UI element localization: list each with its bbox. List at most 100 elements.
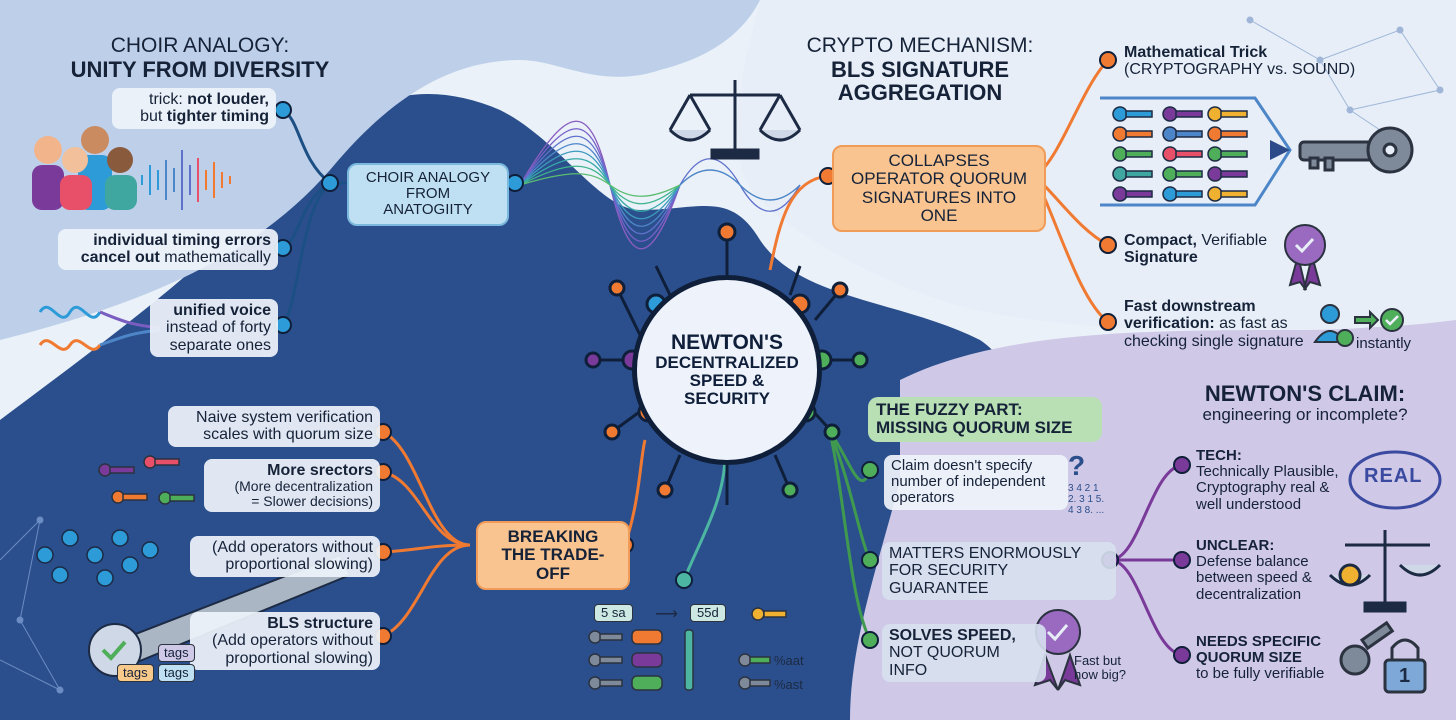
fast-line3: checking single signature: [1124, 332, 1304, 350]
user-check-icon: [1313, 304, 1404, 347]
hub-central-circle: NEWTON'S DECENTRALIZED SPEED & SECURITY: [632, 275, 822, 465]
choir-item-errors: individual timing errors cancel out math…: [58, 229, 278, 270]
choir-title: CHOIR ANALOGY:: [110, 34, 290, 57]
hub-line4: SECURITY: [684, 388, 770, 408]
breaking-tradeoff-node: BREAKING THE TRADE-OFF: [476, 521, 630, 591]
hub-line3: SPEED &: [689, 371, 765, 391]
fuzzy-part-node: THE FUZZY PART: MISSING QUORUM SIZE: [868, 397, 1102, 442]
hub-line1: NEWTON'S: [671, 331, 783, 355]
add-operators-line2: proportional slowing): [225, 556, 373, 574]
add-operators-line1: (Add operators without: [212, 539, 373, 556]
choir-subtitle: UNITY FROM DIVERSITY: [70, 56, 330, 82]
claim-title: NEWTON'S CLAIM:: [1204, 381, 1406, 406]
sound-wave-icon: [141, 150, 231, 210]
clock-scale-icon: [1328, 530, 1442, 613]
question-badge-icon: [1033, 609, 1082, 691]
naive-line2: scales with quorum size: [203, 426, 373, 444]
real-stamp-text: REAL: [1364, 465, 1423, 487]
tradeoff-item-naive: Naive system verification scales with qu…: [168, 406, 380, 447]
solves-line1: SOLVES SPEED,: [889, 627, 1016, 644]
srectors-line3: = Slower decisions): [251, 493, 373, 510]
hub-line2: DECENTRALIZED: [655, 353, 799, 373]
tags-label-2: tags: [158, 644, 195, 663]
choir-section-title: CHOIR ANALOGY: UNITY FROM DIVERSITY: [70, 34, 330, 82]
crypto-title: CRYPTO MECHANISM:: [806, 34, 1034, 57]
claim-tech: TECH: Technically Plausible, Cryptograph…: [1196, 447, 1356, 513]
choir-people-illustration: [32, 126, 137, 210]
compact-signature-label: Compact, Verifiable Signature: [1124, 232, 1274, 267]
claim-subtitle: engineering or incomplete?: [1202, 404, 1408, 424]
fast-bold2: verification:: [1124, 315, 1215, 333]
wave-fan: [519, 120, 801, 250]
choir-item-errors-bold2: cancel out: [80, 249, 160, 267]
needs-bold: NEEDS SPECIFIC QUORUM SIZE: [1196, 633, 1322, 667]
srectors-line2: (More decentralization: [234, 478, 373, 495]
bls-bold: BLS structure: [267, 615, 373, 632]
tradeoff-item-add-operators: (Add operators without proportional slow…: [190, 536, 380, 577]
collapses-line3: SIGNATURES INTO ONE: [861, 187, 1017, 226]
tags-label-1: tags: [117, 664, 154, 683]
question-mark-icon: ?: [1068, 450, 1086, 481]
claim-needs: NEEDS SPECIFIC QUORUM SIZE to be fully v…: [1196, 633, 1336, 683]
naive-line1: Naive system verification: [196, 409, 373, 426]
single-key-icon: [1298, 126, 1414, 174]
fast-rest: as fast as: [1214, 315, 1288, 333]
collapses-line1: COLLAPSES: [888, 151, 990, 170]
people-network-icon: [36, 529, 159, 587]
key-label-aat: %aat: [774, 653, 804, 668]
claim-section-title: NEWTON'S CLAIM: engineering or incomplet…: [1170, 382, 1440, 424]
lock-key-icon: [1339, 620, 1427, 694]
solves-speed-label: SOLVES SPEED, NOT QUORUM INFO: [882, 624, 1046, 682]
crypto-section-title: CRYPTO MECHANISM: BLS SIGNATURE AGGREGAT…: [750, 34, 1090, 106]
tech-bold: TECH:: [1196, 447, 1242, 464]
trick-bold: Mathematical Trick: [1124, 44, 1268, 61]
big-key-icon: [88, 553, 352, 677]
keys-grid-icon: [1112, 106, 1248, 202]
fast-bold1: Fast downstream: [1124, 298, 1256, 315]
choir-item-unified-bold: unified voice: [173, 302, 271, 319]
choir-item-timing: trick: not louder, but tighter timing: [112, 88, 276, 129]
tags-label-3: tags: [158, 664, 195, 683]
mathematical-trick-label: Mathematical Trick (CRYPTOGRAPHY vs. SOU…: [1124, 44, 1374, 79]
fuzzy-numbers: 3 4 2 1 2. 3 1 5. 4 3 8. ...: [1068, 483, 1105, 516]
arrow-right-icon: [1270, 140, 1290, 160]
top-right-light: [736, 0, 1456, 330]
choir-item-timing-bold2: tighter timing: [166, 108, 269, 126]
bls-line3: proportional slowing): [225, 649, 373, 667]
choir-item-timing-bold: not louder,: [187, 91, 269, 108]
fuzzy-title2: MISSING QUORUM SIZE: [876, 418, 1073, 438]
choir-item-timing-pre2: but: [140, 108, 167, 126]
compact-bold2: Signature: [1124, 249, 1198, 267]
verified-badge-icon: [1284, 224, 1326, 291]
compact-bold1: Compact,: [1124, 232, 1197, 249]
tradeoff-item-bls: BLS structure (Add operators without pro…: [190, 612, 380, 670]
choir-item-timing-pre: trick:: [149, 91, 188, 108]
instantly-label: instantly: [1356, 335, 1412, 352]
unclear-rest: Defense balance between speed & decentra…: [1196, 553, 1312, 603]
key-label-5sa: 5 sa: [594, 604, 633, 623]
choir-item-unified: unified voice instead of forty separate …: [150, 299, 278, 357]
choir-item-unified-line2: instead of forty: [166, 319, 271, 337]
crypto-subtitle: BLS SIGNATURE AGGREGATION: [830, 56, 1010, 106]
unclear-bold: UNCLEAR:: [1196, 537, 1275, 554]
fast-but-label: Fast but how big?: [1074, 653, 1127, 683]
choir-analogy-node: CHOIR ANALOGY FROM ANATOGIITY: [347, 163, 509, 226]
collapses-signatures-node: COLLAPSES OPERATOR QUORUM SIGNATURES INT…: [832, 145, 1046, 233]
choir-item-errors-bold: individual timing errors: [93, 232, 271, 249]
collapses-line2: OPERATOR QUORUM: [851, 169, 1027, 189]
real-stamp-icon: [1348, 450, 1442, 510]
balance-scale-icon: [668, 80, 802, 160]
fast-verification-label: Fast downstream verification: as fast as…: [1124, 298, 1324, 350]
fuzzy-title1: THE FUZZY PART:: [876, 400, 1023, 419]
tradeoff-item-srectors: More srectors (More decentralization = S…: [204, 459, 380, 513]
network-decoration-top-right: [1246, 16, 1444, 154]
network-decoration-bottom-left: [0, 516, 64, 694]
needs-rest: to be fully verifiable: [1196, 665, 1325, 683]
key-label-ast: %ast: [774, 677, 803, 692]
compact-rest: Verifiable: [1196, 232, 1268, 249]
key-label-55d: 55d: [690, 604, 726, 623]
tech-rest: Technically Plausible, Cryptography real…: [1196, 463, 1339, 513]
lock-number: 1: [1399, 665, 1411, 687]
trick-sub: (CRYPTOGRAPHY vs. SOUND): [1124, 61, 1356, 79]
claim-unclear: UNCLEAR: Defense balance between speed &…: [1196, 537, 1326, 603]
